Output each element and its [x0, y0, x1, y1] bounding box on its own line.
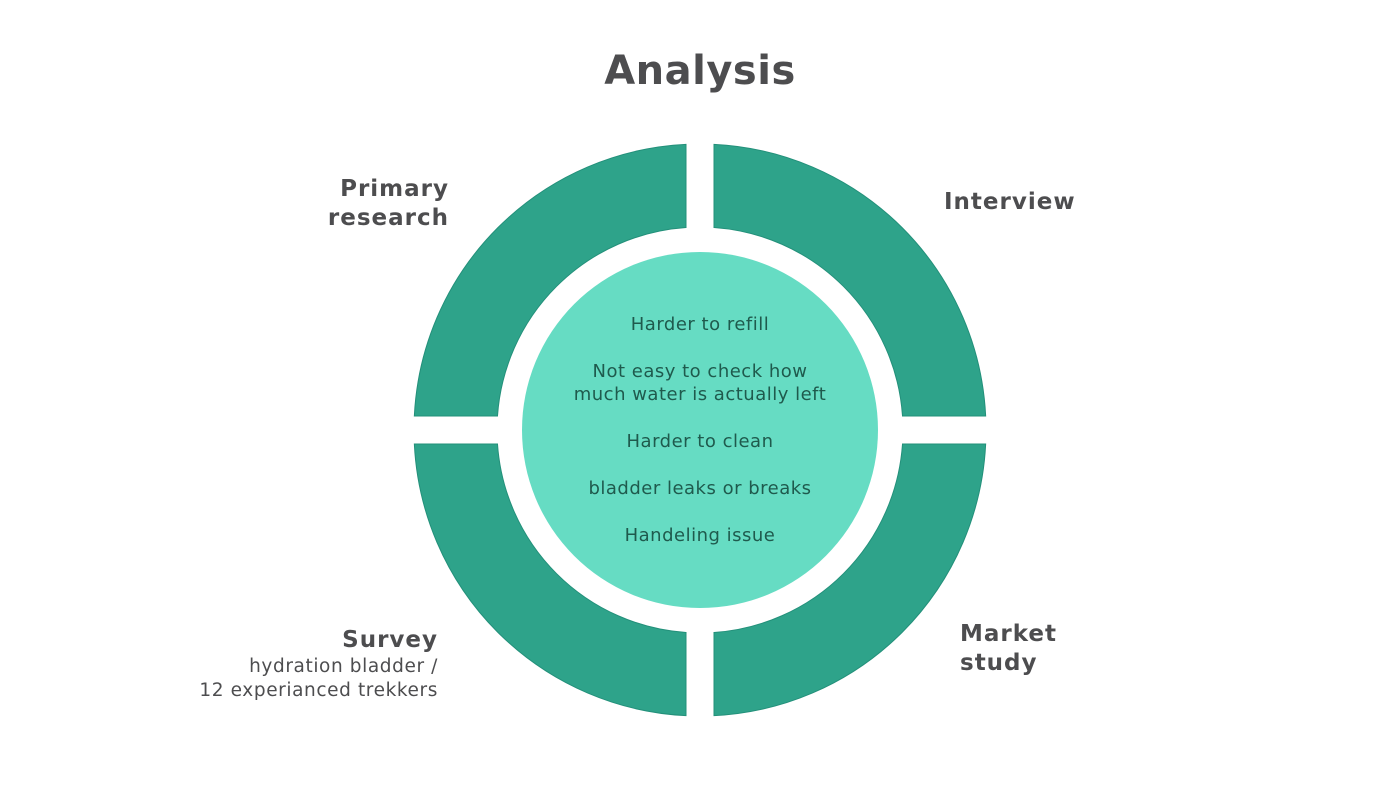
segment-label-interview: Interview	[944, 188, 1076, 217]
finding-item: Handeling issue	[624, 525, 776, 546]
diagram-title: Analysis	[604, 48, 796, 94]
ring-segment-survey	[413, 443, 687, 717]
center-findings-list: Harder to refill Not easy to check how m…	[522, 252, 878, 608]
segment-label-line: study	[960, 650, 1038, 676]
finding-item: bladder leaks or breaks	[588, 478, 812, 499]
segment-sublabel-line: 12 experianced trekkers	[199, 680, 438, 701]
segment-label-survey: Survey hydration bladder / 12 experiance…	[199, 626, 438, 703]
segment-sublabel-line: hydration bladder /	[249, 656, 438, 677]
finding-item: Not easy to check how much water is actu…	[573, 361, 827, 405]
ring-segment-market-study	[713, 443, 987, 717]
outer-ring	[413, 143, 987, 717]
segment-label-line: Interview	[944, 189, 1076, 215]
ring-segment-primary-research	[413, 143, 687, 417]
center-circle	[522, 252, 878, 608]
segment-label-line: research	[327, 205, 449, 231]
segment-label-primary-research: Primary research	[328, 175, 449, 233]
segment-label-line: Survey	[342, 627, 438, 653]
finding-item: Harder to clean	[626, 431, 774, 452]
segment-label-market-study: Market study	[960, 620, 1057, 678]
segment-label-line: Market	[960, 621, 1058, 647]
ring-segment-interview	[713, 143, 987, 417]
finding-item: Harder to refill	[630, 314, 770, 335]
segment-label-line: Primary	[340, 176, 449, 202]
